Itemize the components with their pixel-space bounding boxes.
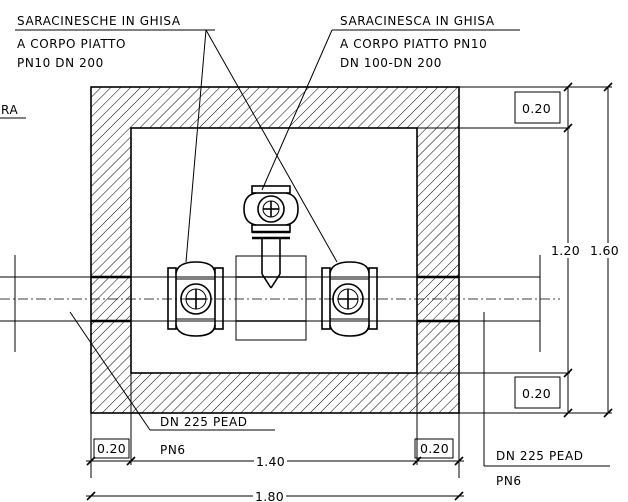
label-gate-valves-3: PN10 DN 200	[17, 56, 104, 70]
label-pipe-left-1: DN 225 PEAD	[160, 415, 248, 429]
label-gate-valve-1: SARACINESCA IN GHISA	[340, 14, 495, 28]
label-pipe-left-2: PN6	[160, 443, 186, 457]
label-pipe-right-1: DN 225 PEAD	[496, 449, 584, 463]
dim-wall-right: 0.20	[420, 441, 449, 456]
gate-valve-left	[167, 261, 224, 337]
leader-lines	[0, 29, 610, 467]
label-gate-valves-1: SARACINESCHE IN GHISA	[17, 14, 181, 28]
annotation-labels: SARACINESCHE IN GHISA A CORPO PIATTO PN1…	[1, 14, 584, 488]
dim-outer-width: 1.80	[255, 489, 284, 502]
dim-inner-height-bg	[549, 243, 583, 258]
chamber-walls	[90, 86, 460, 414]
dim-inner-width: 1.40	[256, 454, 285, 469]
label-pipe-right-2: PN6	[496, 474, 522, 488]
dim-wall-left: 0.20	[97, 441, 126, 456]
gate-valve-right	[321, 261, 378, 337]
label-gate-valves-2: A CORPO PIATTO	[17, 37, 126, 51]
dim-inner-width-bg	[254, 454, 288, 469]
dim-outer-height-bg	[588, 243, 622, 258]
dim-wall-bottom: 0.20	[522, 386, 551, 401]
dimension-values: 0.20 1.20 1.60 0.20 0.20 0.20 1.40 1.80	[97, 101, 622, 502]
dim-wall-top: 0.20	[522, 101, 551, 116]
tee-fitting	[235, 230, 307, 341]
label-cut: RA	[1, 103, 18, 117]
gate-valve-top	[243, 185, 299, 233]
dim-inner-height: 1.20	[551, 243, 580, 258]
label-gate-valve-3: DN 100-DN 200	[340, 56, 442, 70]
dim-outer-height: 1.60	[590, 243, 619, 258]
label-gate-valve-2: A CORPO PIATTO PN10	[340, 37, 487, 51]
dim-outer-width-bg	[253, 489, 287, 502]
